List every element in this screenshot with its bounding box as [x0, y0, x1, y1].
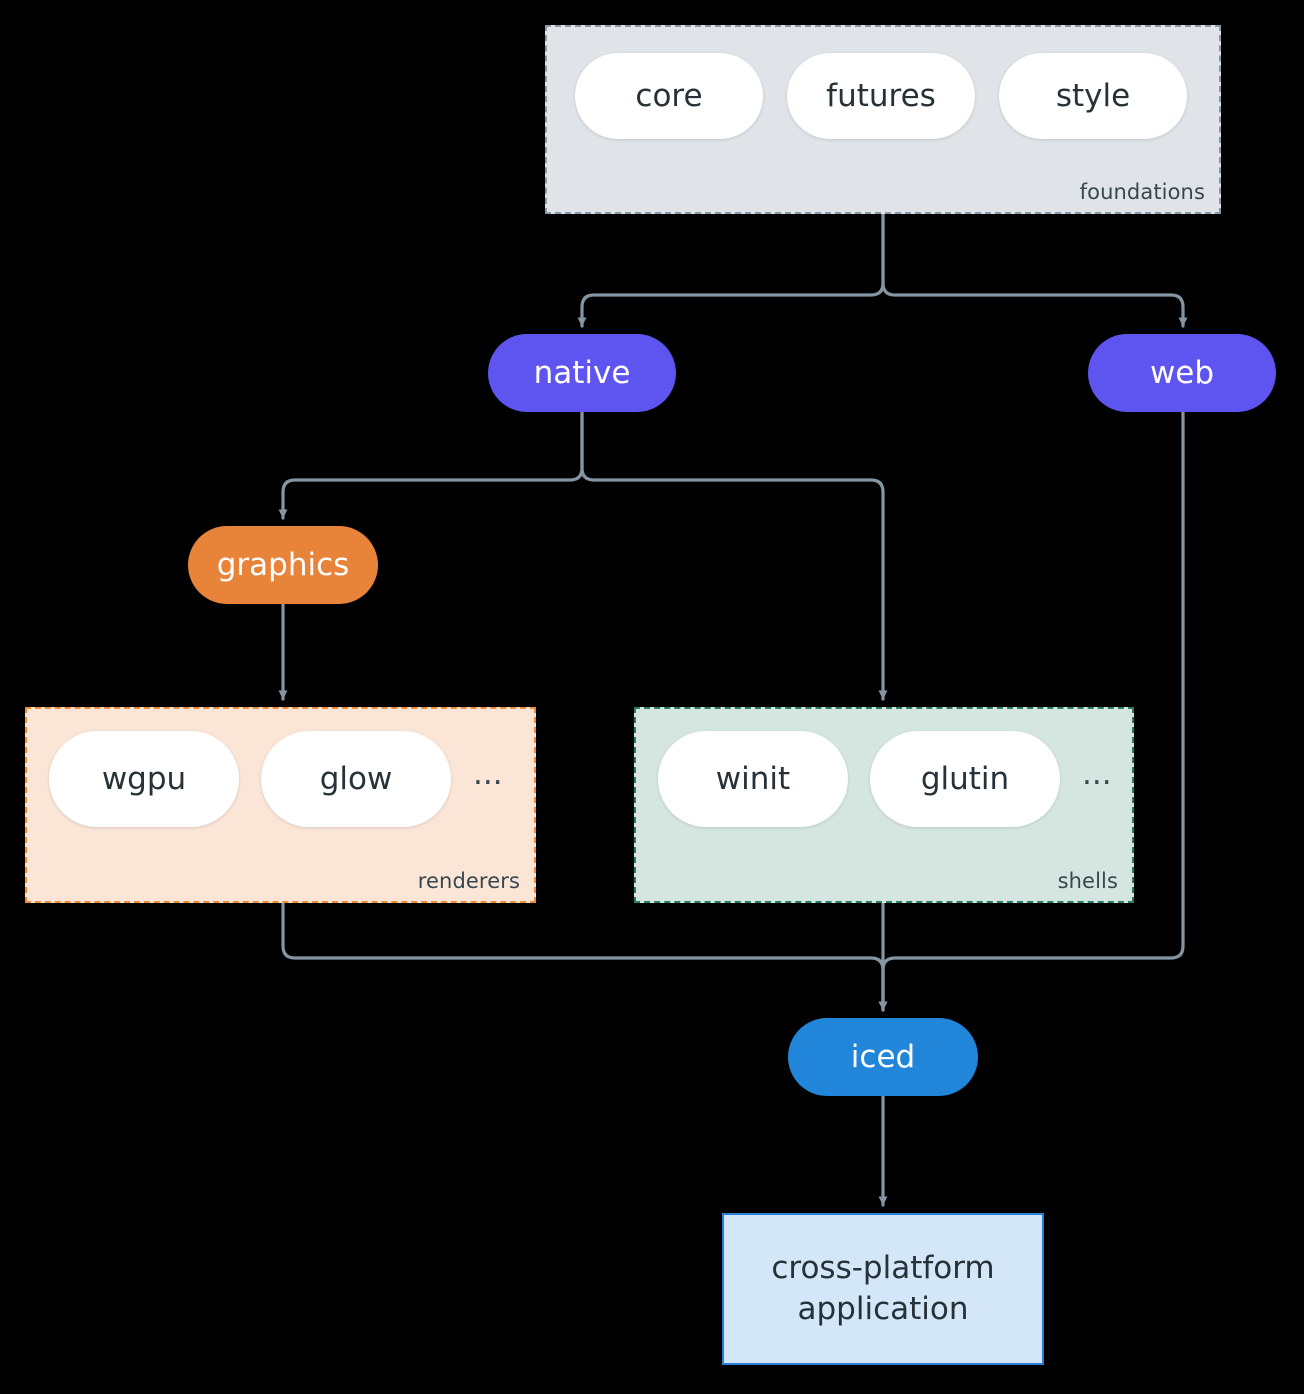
edge-renderers-iced — [281, 901, 888, 1012]
application-line-2: application — [797, 1291, 969, 1327]
node-glow[interactable]: glow — [261, 731, 451, 827]
node-style[interactable]: style — [999, 53, 1187, 139]
node-wgpu[interactable]: wgpu — [49, 731, 239, 827]
group-renderers: wgpu glow ... renderers — [25, 707, 536, 903]
node-futures[interactable]: futures — [787, 53, 975, 139]
group-label-foundations: foundations — [1079, 180, 1205, 204]
group-shells: winit glutin ... shells — [634, 707, 1134, 903]
group-label-shells: shells — [1057, 869, 1118, 893]
edge-foundations-native — [577, 212, 885, 328]
edge-native-shells — [580, 410, 888, 701]
group-label-renderers: renderers — [417, 869, 520, 893]
node-winit[interactable]: winit — [658, 731, 848, 827]
edge-native-graphics — [278, 410, 584, 520]
node-iced[interactable]: iced — [788, 1018, 978, 1096]
renderers-ellipsis: ... — [473, 755, 503, 792]
node-glutin[interactable]: glutin — [870, 731, 1060, 827]
edge-foundations-web — [881, 212, 1188, 328]
node-core[interactable]: core — [575, 53, 763, 139]
foundations-items: core futures style — [547, 53, 1219, 139]
node-graphics[interactable]: graphics — [188, 526, 378, 604]
shells-items: winit glutin ... — [636, 731, 1132, 827]
shells-ellipsis: ... — [1082, 755, 1112, 792]
group-foundations: core futures style foundations — [545, 25, 1221, 214]
node-native[interactable]: native — [488, 334, 676, 412]
node-cross-platform-application[interactable]: cross-platform application — [722, 1213, 1044, 1365]
node-web[interactable]: web — [1088, 334, 1276, 412]
application-line-1: cross-platform — [771, 1249, 995, 1286]
renderers-items: wgpu glow ... — [27, 731, 534, 827]
